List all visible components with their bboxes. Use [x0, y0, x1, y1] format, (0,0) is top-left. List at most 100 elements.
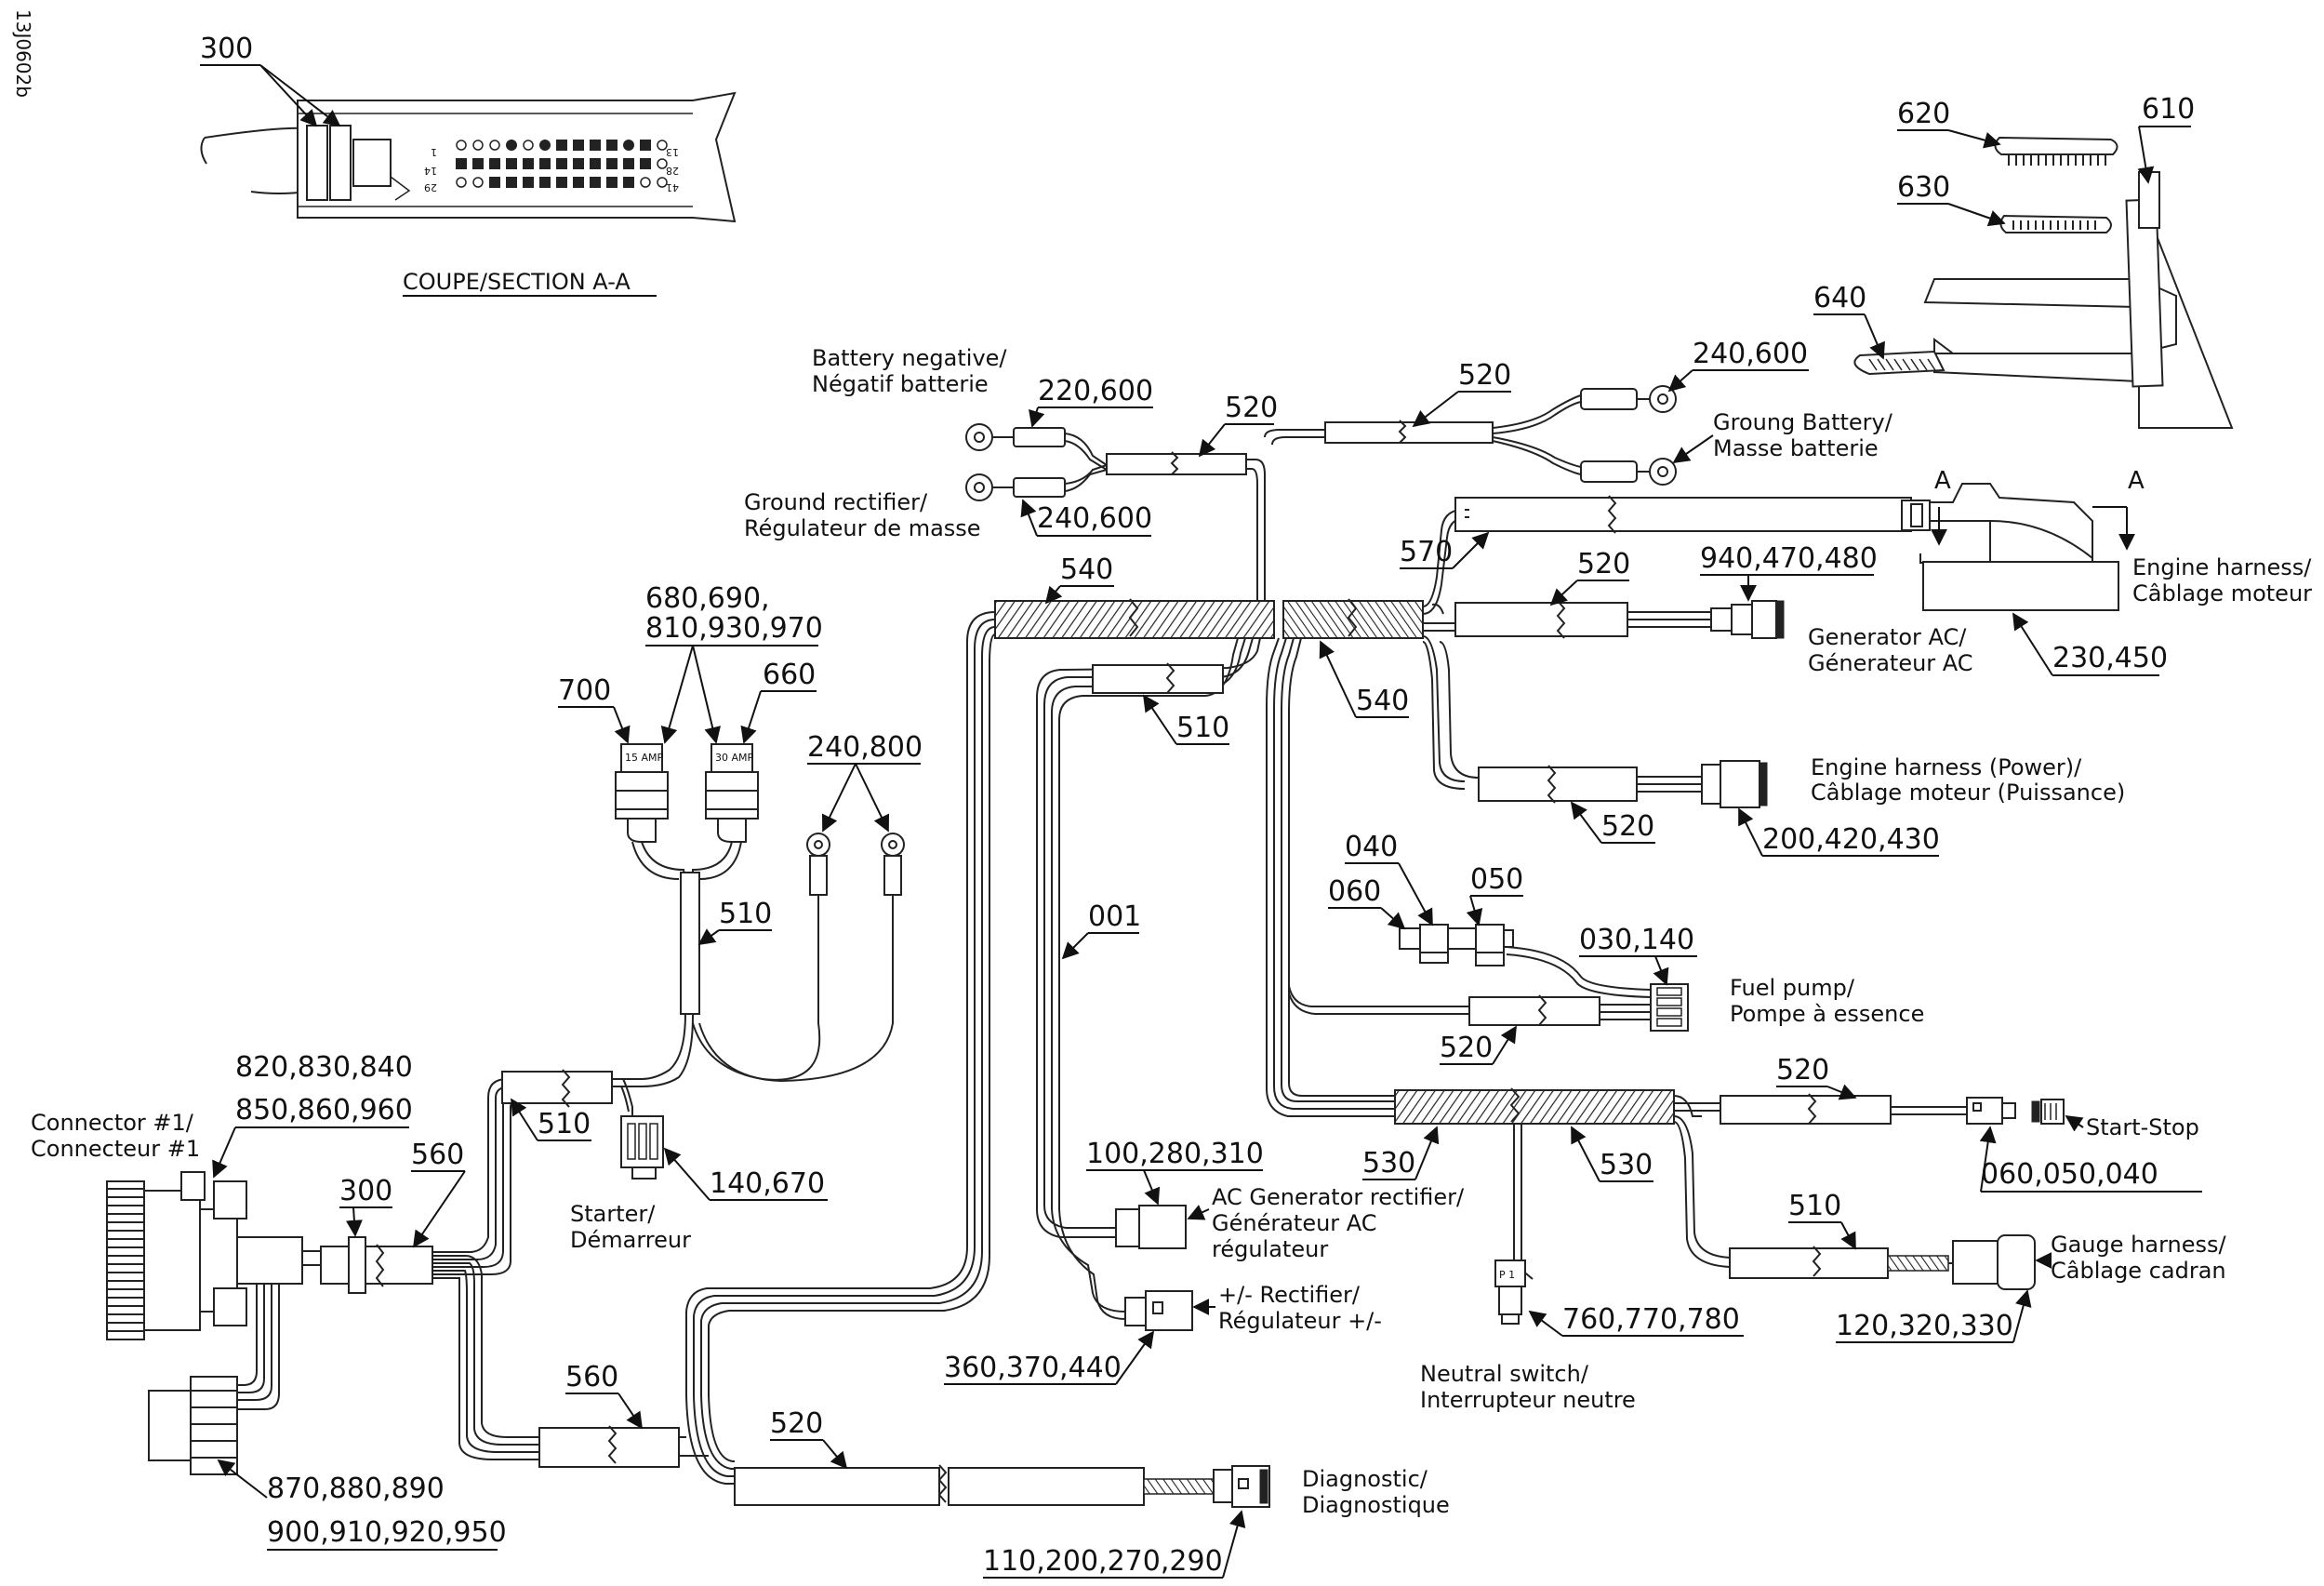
generator-ac-label: Generator AC/ [1808, 624, 1967, 650]
callout-640: 640 [1813, 282, 1866, 314]
callout-100-280-310: 100,280,310 [1086, 1138, 1264, 1170]
ac-gen-rect-label: AC Generator rectifier/ [1212, 1184, 1465, 1210]
pin-square [456, 158, 467, 169]
gauge-harness-label: Gauge harness/ [2051, 1232, 2226, 1258]
callout-760-770-780: 760,770,780 [1562, 1303, 1740, 1336]
ground-battery-label-fr: Masse batterie [1713, 435, 1879, 461]
engine-harness-570: A A 570 Engine harness/ Câblage moteur 2… [1400, 467, 2312, 676]
pin-square [472, 158, 484, 169]
generator-ac-label-fr: Génerateur AC [1808, 650, 1973, 676]
fuse-relay-assembly: 15 AMP 30 AMP 700 680,690, 810,930,970 6… [558, 582, 923, 1087]
section-a-a: 1 14 29 13 28 41 COUPE/SECTION A-A 300 [200, 33, 737, 297]
stripe [1919, 358, 1928, 371]
battery-negative-label-fr: Négatif batterie [812, 371, 989, 397]
pin-square [590, 140, 601, 151]
pin-square [556, 177, 567, 188]
callout-140-670: 140,670 [710, 1167, 825, 1200]
callout-940-470-480: 940,470,480 [1700, 542, 1878, 575]
pin-empty [456, 140, 467, 151]
engine-harness-label-fr: Câblage moteur [2132, 580, 2312, 606]
pin-square [640, 140, 651, 151]
generator-ac-branch: 520 940,470,480 Generator AC/ Génerateur… [1431, 509, 1973, 676]
callout-001: 001 [1088, 900, 1141, 933]
callout-560-b: 560 [565, 1361, 618, 1393]
pin-square [590, 158, 601, 169]
fuel-pump-label-fr: Pompe à essence [1730, 1001, 1924, 1027]
figure-code: 13J0602b [12, 9, 34, 98]
neutral-switch-label: Neutral switch/ [1420, 1361, 1589, 1387]
start-stop-gauge-branch: P 1 520 Start-Stop 060,050,040 530 530 5… [1362, 1054, 2226, 1413]
pin-square [506, 158, 517, 169]
starter-label-fr: Démarreur [570, 1227, 691, 1253]
pin-empty [657, 177, 668, 188]
callout-520-g: 520 [770, 1407, 823, 1440]
callout-240-800: 240,800 [807, 731, 923, 764]
pin [638, 1123, 647, 1160]
pin [1656, 987, 1682, 996]
ground-rectifier-label-fr: Régulateur de masse [744, 515, 981, 541]
callout-520-d: 520 [1601, 810, 1654, 843]
pin-empty [456, 177, 467, 188]
rectifier-label: +/- Rectifier/ [1218, 1282, 1361, 1308]
pin-square [606, 177, 618, 188]
ac-gen-rect-label-fr: Générateur AC [1212, 1210, 1377, 1236]
callout-240-600-right: 240,600 [1693, 338, 1808, 370]
section-marker-left: A [1934, 467, 1951, 495]
pin-number: 1 [431, 146, 437, 158]
callout-360-370-440: 360,370,440 [944, 1352, 1122, 1384]
pin-round [623, 140, 634, 151]
callout-540-a: 540 [1060, 553, 1113, 586]
stripe [1927, 358, 1936, 371]
callout-570: 570 [1400, 536, 1453, 568]
callout-240-600-left: 240,600 [1037, 502, 1152, 535]
pin-square [640, 158, 651, 169]
fuel-pump-label: Fuel pump/ [1730, 975, 1855, 1001]
rectifier-label-fr: Régulateur +/- [1218, 1308, 1382, 1334]
stripe [1910, 358, 1919, 371]
fuel-pump-branch: 040 060 050 030,140 Fuel pump/ Pompe à e… [1328, 831, 1924, 1065]
callout-060: 060 [1328, 875, 1381, 908]
pin-square [489, 158, 500, 169]
pin-square [523, 177, 534, 188]
start-stop-label: Start-Stop [2086, 1114, 2199, 1140]
pin-square [489, 177, 500, 188]
starter-label: Starter/ [570, 1201, 656, 1227]
pin-number: 41 [666, 181, 679, 193]
callout-300: 300 [200, 33, 253, 65]
callout-560-a: 560 [411, 1139, 464, 1171]
pin-empty [640, 177, 651, 188]
pin-square [539, 177, 551, 188]
stripe [1885, 358, 1894, 371]
stripe [1902, 358, 1911, 371]
callout-300-mid: 300 [339, 1175, 392, 1207]
pin-square [623, 177, 634, 188]
pin-number: 13 [666, 146, 679, 158]
pin-number: 29 [424, 181, 437, 193]
pin-square [556, 140, 567, 151]
pin-square [573, 140, 584, 151]
pin-empty [472, 177, 484, 188]
pin [1656, 1007, 1682, 1017]
pin-square [590, 177, 601, 188]
pin-square [606, 140, 618, 151]
callout-660: 660 [763, 659, 816, 691]
engine-power-label-fr: Câblage moteur (Puissance) [1811, 780, 2125, 806]
callout-120-320-330: 120,320,330 [1836, 1310, 2013, 1342]
battery-ground-branch: 220,600 Battery negative/ Négatif batter… [744, 345, 1278, 614]
callout-900-910-920-950: 900,910,920,950 [267, 1516, 507, 1549]
connector-1-label: Connector #1/ [31, 1110, 194, 1136]
pin-square [539, 158, 551, 169]
callout-110-200-270-290: 110,200,270,290 [983, 1545, 1223, 1578]
callout-850-860-960: 850,860,960 [235, 1094, 413, 1126]
engine-harness-label: Engine harness/ [2132, 554, 2312, 580]
gauge-harness-label-fr: Câblage cadran [2051, 1258, 2226, 1284]
pin [1656, 997, 1682, 1006]
fuse-label-30: 30 AMP [715, 752, 754, 764]
pin [649, 1123, 658, 1160]
pin-square [623, 158, 634, 169]
callout-200-420-430: 200,420,430 [1762, 823, 1940, 856]
callout-680-line1: 680,690, [645, 582, 770, 615]
section-title: COUPE/SECTION A-A [403, 269, 631, 295]
fuse-label-15: 15 AMP [625, 752, 664, 764]
